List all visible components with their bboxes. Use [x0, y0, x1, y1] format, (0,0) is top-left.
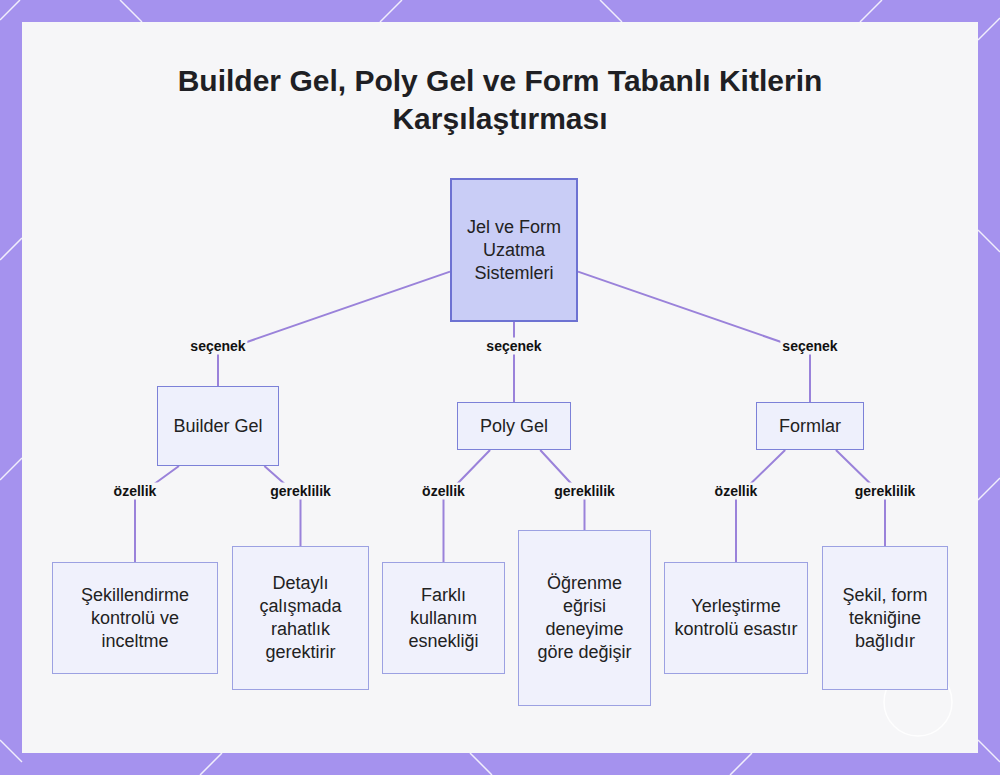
detail-box: Farklı kullanım esnekliği — [382, 562, 505, 674]
node-text: Formlar — [779, 415, 841, 438]
edge-label: seçenek — [188, 338, 247, 355]
node-text: Öğrenme eğrisi deneyime göre değişir — [527, 572, 642, 664]
detail-box: Şekil, form tekniğine bağlıdır — [822, 546, 948, 690]
edge-label: özellik — [112, 483, 159, 500]
connector-line — [736, 450, 785, 562]
edge-label: özellik — [713, 483, 760, 500]
connector-line — [444, 450, 491, 562]
detail-box: Yerleştirme kontrolü esastır — [664, 562, 808, 674]
node-text: Farklı kullanım esnekliği — [391, 584, 496, 653]
connector-line — [578, 272, 810, 402]
diagram-title: Builder Gel, Poly Gel ve Form Tabanlı Ki… — [150, 62, 850, 138]
connector-line — [264, 466, 300, 546]
connector-line — [135, 466, 179, 562]
node-text: Şekillendirme kontrolü ve inceltme — [61, 584, 209, 653]
edge-label: gereklilik — [552, 483, 617, 500]
node-text: Detaylı çalışmada rahatlık gerektirir — [241, 572, 360, 664]
detail-box: Şekillendirme kontrolü ve inceltme — [52, 562, 218, 674]
edge-label: gereklilik — [853, 483, 918, 500]
detail-box: Öğrenme eğrisi deneyime göre değişir — [518, 530, 651, 706]
edge-label: gereklilik — [268, 483, 333, 500]
root-box: Jel ve Form Uzatma Sistemleri — [450, 178, 578, 322]
edge-label: özellik — [420, 483, 467, 500]
node-text: Builder Gel — [173, 415, 262, 438]
node-text: Jel ve Form Uzatma Sistemleri — [460, 216, 568, 285]
edge-label: seçenek — [780, 338, 839, 355]
connector-line — [218, 272, 450, 386]
node-text: Yerleştirme kontrolü esastır — [673, 595, 799, 641]
option-box: Formlar — [756, 402, 864, 450]
node-text: Poly Gel — [480, 415, 548, 438]
option-box: Poly Gel — [457, 402, 571, 450]
edge-label: seçenek — [484, 338, 543, 355]
detail-box: Detaylı çalışmada rahatlık gerektirir — [232, 546, 369, 690]
option-box: Builder Gel — [157, 386, 279, 466]
connector-line — [513, 322, 515, 402]
node-text: Şekil, form tekniğine bağlıdır — [831, 584, 939, 653]
